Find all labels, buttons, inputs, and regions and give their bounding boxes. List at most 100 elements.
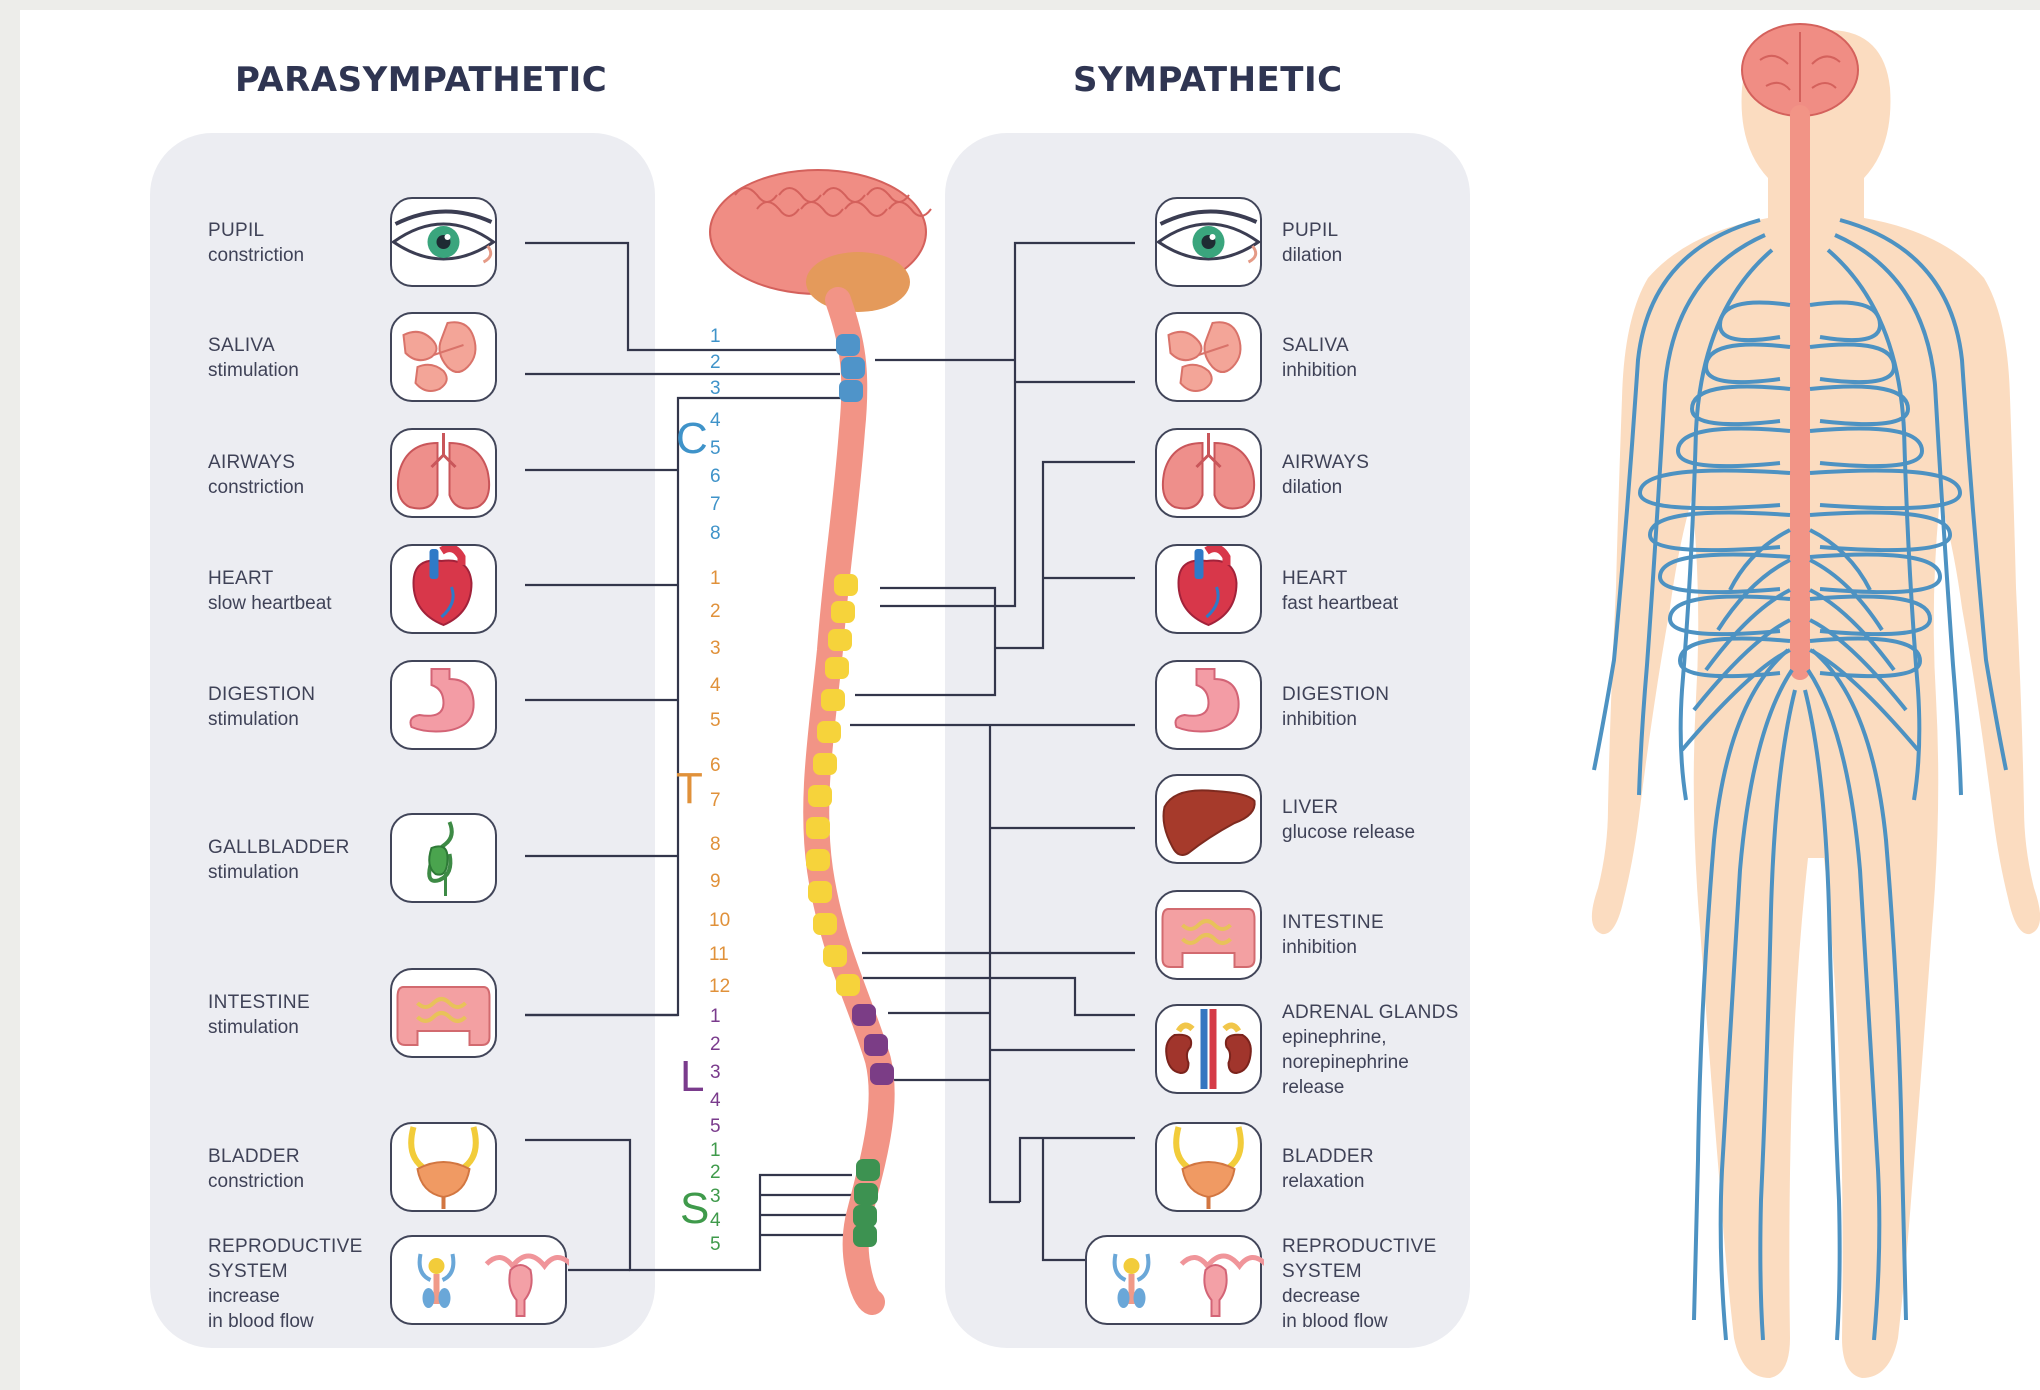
- segment-letter-c: C: [676, 414, 708, 464]
- symp-tile-liver: [1155, 774, 1262, 864]
- symp-bladder-connector: [1020, 1138, 1135, 1202]
- symp-adrenal-glands-effect-line: norepinephrine: [1282, 1050, 1522, 1075]
- eye-icon: [392, 199, 499, 289]
- segment-number: 2: [710, 1162, 721, 1184]
- liver-icon: [1157, 776, 1264, 866]
- para-tile-saliva: [390, 312, 497, 402]
- sacral-vertebra: [853, 1205, 877, 1227]
- gallbladder-icon: [392, 815, 499, 905]
- symp-reproductive-effect-line: decrease: [1282, 1284, 1522, 1309]
- segment-number: 8: [710, 523, 721, 545]
- para-reproductive-organ-name: REPRODUCTIVE: [208, 1234, 378, 1259]
- heart-icon: [1157, 546, 1264, 636]
- sympathetic-title: SYMPATHETIC: [1073, 60, 1343, 100]
- para-tile-pupil: [390, 197, 497, 287]
- symp-adrenal-glands-organ-name: ADRENAL GLANDS: [1282, 1000, 1522, 1025]
- thoracic-vertebra: [828, 629, 852, 651]
- thoracic-vertebra: [817, 721, 841, 743]
- para-airways-label: AIRWAYSconstriction: [208, 450, 378, 500]
- reproductive-organs-icon: [1087, 1237, 1264, 1327]
- bladder-icon: [392, 1124, 499, 1214]
- thoracic-vertebra: [823, 945, 847, 967]
- thoracic-vertebra: [834, 574, 858, 596]
- reproductive-organs-icon: [392, 1237, 569, 1327]
- para-saliva-effect-line: stimulation: [208, 358, 378, 383]
- symp-tile-intestine: [1155, 890, 1262, 980]
- segment-number: 3: [710, 638, 721, 660]
- para-gallbladder-label: GALLBLADDERstimulation: [208, 835, 378, 885]
- symp-adrenal-connector: [888, 1013, 1135, 1050]
- segment-number: 8: [710, 834, 721, 856]
- segment-number: 1: [710, 568, 721, 590]
- sacral-vertebra: [853, 1225, 877, 1247]
- para-reproductive-effect-line: in blood flow: [208, 1309, 378, 1334]
- bladder-icon: [1157, 1124, 1264, 1214]
- para-bladder-effect-line: constriction: [208, 1169, 378, 1194]
- segment-number: 2: [710, 601, 721, 623]
- segment-number: 4: [710, 1090, 721, 1112]
- symp-digestion-label: DIGESTIONinhibition: [1282, 682, 1522, 732]
- segment-number: 3: [710, 378, 721, 400]
- para-intestine-effect-line: stimulation: [208, 1015, 378, 1040]
- symp-airways-organ-name: AIRWAYS: [1282, 450, 1522, 475]
- symp-tile-reproductive: [1085, 1235, 1262, 1325]
- intestine-icon: [1157, 892, 1264, 982]
- symp-adrenal-glands-effect-line: epinephrine,: [1282, 1025, 1522, 1050]
- para-pupil-effect-line: constriction: [208, 243, 378, 268]
- segment-number: 1: [710, 1006, 721, 1028]
- cervical-vertebra: [839, 380, 863, 402]
- stomach-icon: [392, 662, 499, 752]
- salivary-gland-icon: [392, 314, 499, 404]
- symp-tile-saliva: [1155, 312, 1262, 402]
- symp-reproductive-organ-name: REPRODUCTIVE: [1282, 1234, 1522, 1259]
- sacral-vertebra: [854, 1183, 878, 1205]
- symp-reproductive-effect-line: in blood flow: [1282, 1309, 1522, 1334]
- lumbar-vertebra: [870, 1063, 894, 1085]
- para-gallbladder-effect-line: stimulation: [208, 860, 378, 885]
- intestine-icon: [392, 970, 499, 1060]
- segment-number: 6: [710, 466, 721, 488]
- para-tile-reproductive: [390, 1235, 567, 1325]
- symp-bladder-label: BLADDERrelaxation: [1282, 1144, 1522, 1194]
- para-reproductive-effect-line: increase: [208, 1284, 378, 1309]
- symp-saliva-organ-name: SALIVA: [1282, 333, 1522, 358]
- thoracic-vertebra: [813, 913, 837, 935]
- cervical-vertebra: [836, 334, 860, 356]
- thoracic-vertebra: [831, 601, 855, 623]
- para-tile-heart: [390, 544, 497, 634]
- para-sacral-connector: [760, 1195, 852, 1235]
- symp-adrenal-glands-label: ADRENAL GLANDSepinephrine,norepinephrine…: [1282, 1000, 1522, 1100]
- symp-liver-organ-name: LIVER: [1282, 795, 1522, 820]
- segment-number: 10: [709, 910, 730, 932]
- salivary-gland-icon: [1157, 314, 1264, 404]
- segment-number: 4: [710, 675, 721, 697]
- segment-number: 7: [710, 494, 721, 516]
- segment-number: 4: [710, 1210, 721, 1232]
- eye-icon: [1157, 199, 1264, 289]
- para-digestion-organ-name: DIGESTION: [208, 682, 378, 707]
- cerebellum: [806, 252, 910, 312]
- lumbar-vertebra: [852, 1004, 876, 1026]
- para-airways-organ-name: AIRWAYS: [208, 450, 378, 475]
- symp-reproductive-label: REPRODUCTIVESYSTEMdecreasein blood flow: [1282, 1234, 1522, 1334]
- cervical-vertebra: [841, 357, 865, 379]
- symp-digestion-effect-line: inhibition: [1282, 707, 1522, 732]
- symp-reproductive-organ-name-line2: SYSTEM: [1282, 1259, 1522, 1284]
- sacral-vertebra: [856, 1159, 880, 1181]
- para-tile-digestion: [390, 660, 497, 750]
- thoracic-vertebra: [825, 657, 849, 679]
- segment-number: 4: [710, 410, 721, 432]
- para-saliva-organ-name: SALIVA: [208, 333, 378, 358]
- lumbar-vertebra: [864, 1034, 888, 1056]
- stomach-icon: [1157, 662, 1264, 752]
- para-heart-effect-line: slow heartbeat: [208, 591, 378, 616]
- symp-repro-connector: [1043, 1138, 1085, 1260]
- thoracic-vertebra: [808, 881, 832, 903]
- symp-tile-pupil: [1155, 197, 1262, 287]
- thoracic-vertebra: [806, 849, 830, 871]
- symp-tile-heart: [1155, 544, 1262, 634]
- segment-number: 5: [710, 1116, 721, 1138]
